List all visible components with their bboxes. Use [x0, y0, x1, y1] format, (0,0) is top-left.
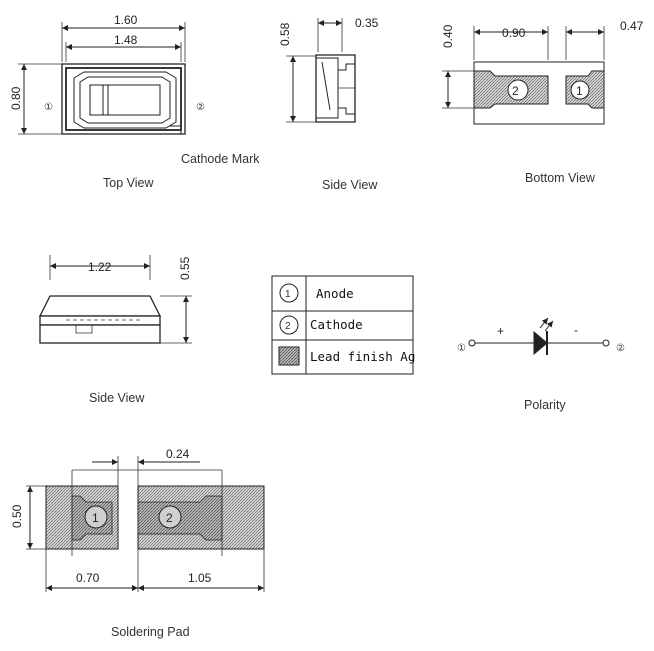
polarity-plus: + — [497, 324, 504, 338]
solder-pad-right-label: 2 — [166, 511, 173, 525]
side-view-caption-1: Side View — [322, 178, 378, 192]
polarity-caption: Polarity — [524, 398, 566, 412]
solder-pad-left-label: 1 — [92, 511, 99, 525]
solder-dim-gap: 0.24 — [166, 447, 190, 461]
side2-dim-height: 0.55 — [178, 256, 192, 280]
side-view-upper: 0.58 0.35 Side View — [278, 16, 379, 192]
bottom-dim-height: 0.40 — [441, 24, 455, 48]
bottom-pad-right-label: 1 — [576, 84, 583, 98]
legend-symbol-2: 2 — [285, 321, 291, 332]
legend-hatch-swatch — [278, 346, 300, 366]
solder-dim-left: 0.70 — [76, 571, 100, 585]
legend-text-lead-finish: Lead finish Ag — [310, 349, 415, 364]
legend-text-anode: Anode — [316, 286, 354, 301]
diode-triangle — [533, 330, 548, 356]
bottom-dim-pad-left: 0.90 — [502, 26, 526, 40]
solder-dim-height: 0.50 — [10, 504, 24, 528]
polarity-symbol: + - ① ② Polarity — [457, 317, 625, 412]
side-view-caption-2: Side View — [89, 391, 145, 405]
legend-text-cathode: Cathode — [310, 317, 363, 332]
polarity-pin2: ② — [616, 343, 625, 354]
polarity-minus: - — [574, 323, 578, 337]
polarity-pin1: ① — [457, 343, 466, 354]
solder-dim-right: 1.05 — [188, 571, 212, 585]
legend-table: 1 Anode 2 Cathode Lead finish Ag — [271, 275, 415, 375]
side-dim-height: 0.58 — [278, 22, 292, 46]
top-dim-height: 0.80 — [9, 86, 23, 110]
top-dim-inner: 1.48 — [114, 33, 138, 47]
bottom-dim-pad-right: 0.47 — [620, 19, 644, 33]
soldering-pad: 0.24 0.50 1 2 0.70 1.05 Soldering Pad — [10, 447, 265, 639]
top-pin1: ① — [44, 102, 53, 113]
top-dim-outer: 1.60 — [114, 13, 138, 27]
side-dim-depth: 0.35 — [355, 16, 379, 30]
side2-dim-width: 1.22 — [88, 260, 112, 274]
soldering-pad-caption: Soldering Pad — [111, 625, 190, 639]
side-view-lower: 1.22 0.55 Side View — [38, 255, 192, 405]
top-view: 1.60 1.48 0.80 ① ② Cathode Mark Top View — [9, 13, 260, 190]
legend-symbol-1: 1 — [285, 289, 291, 300]
cathode-mark-label: Cathode Mark — [181, 152, 260, 166]
top-view-caption: Top View — [103, 176, 154, 190]
bottom-view: 0.40 0.90 0.47 2 1 Bottom View — [441, 19, 644, 185]
bottom-pad-left-label: 2 — [512, 84, 519, 98]
bottom-view-caption: Bottom View — [525, 171, 596, 185]
top-pin2: ② — [196, 102, 205, 113]
